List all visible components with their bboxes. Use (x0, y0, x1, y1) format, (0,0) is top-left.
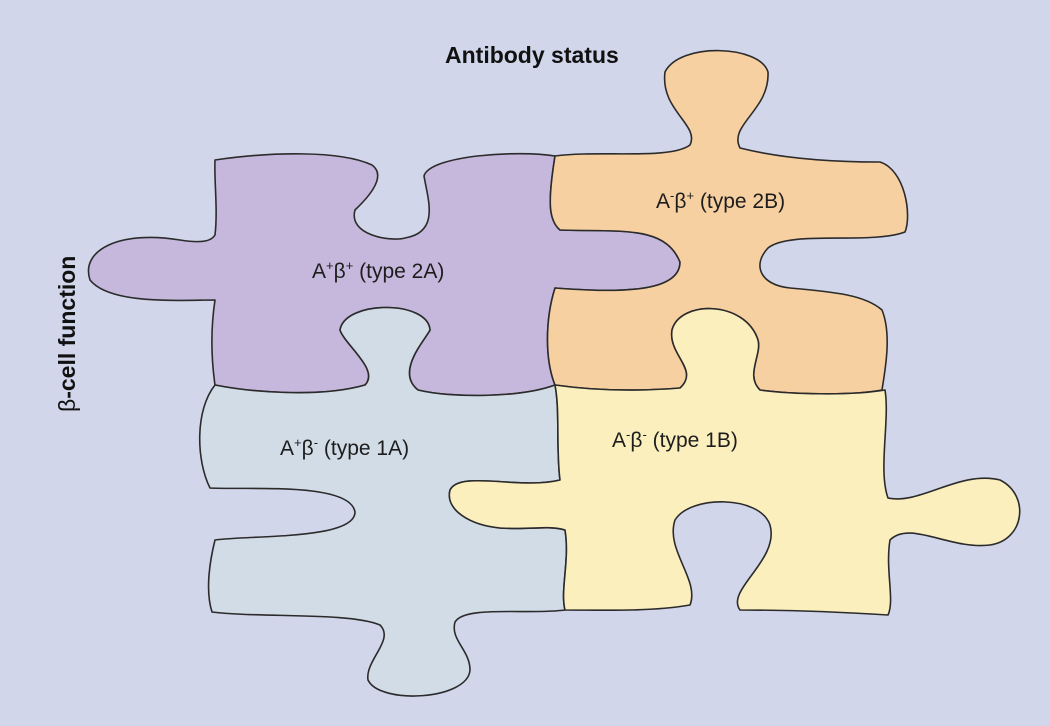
label-type-2b: A-β+ (type 2B) (656, 188, 785, 213)
axis-title-beta-cell-function: β-cell function (54, 256, 80, 412)
puzzle-piece-type-2b (546, 49, 909, 395)
puzzle-piece-type-1b (448, 307, 1021, 616)
axis-title-antibody-status: Antibody status (445, 42, 619, 68)
label-type-1a: A+β- (type 1A) (280, 435, 409, 460)
label-type-1b: A-β- (type 1B) (612, 427, 738, 452)
label-type-2a: A+β+ (type 2A) (312, 258, 444, 283)
